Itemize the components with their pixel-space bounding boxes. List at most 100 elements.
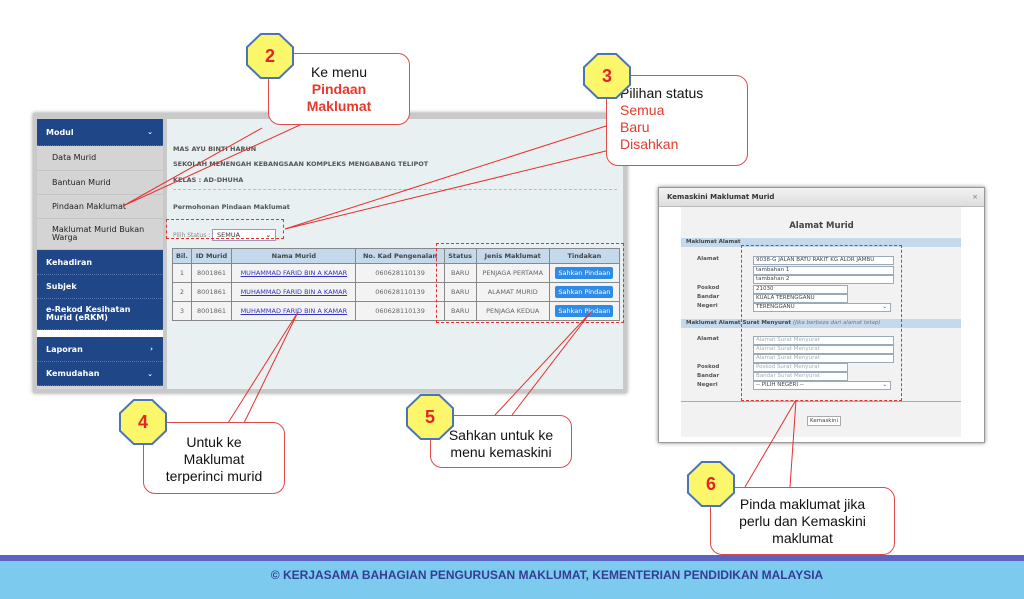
- chevron-down-icon: ⌄: [882, 304, 887, 310]
- pointer-line-3a: [284, 125, 607, 230]
- step-4-badge: 4: [121, 401, 165, 443]
- table-header: Bil. ID Murid Nama Murid No. Kad Pengena…: [172, 248, 621, 264]
- app-screenshot: Modul⌄ Data Murid Bantuan Murid Pindaan …: [33, 113, 627, 393]
- sidebar-item-data-murid[interactable]: Data Murid: [37, 146, 163, 171]
- step-2-badge: 2: [248, 35, 292, 77]
- callout-3: Pilihan status Semua Baru Disahkan: [606, 75, 748, 166]
- sidebar-item-bantuan-murid[interactable]: Bantuan Murid: [37, 171, 163, 195]
- label-bandar: Bandar: [697, 294, 720, 300]
- sidebar-laporan[interactable]: Laporan›: [37, 337, 163, 362]
- callout-6: Pinda maklumat jika perlu dan Kemaskini …: [710, 487, 895, 555]
- cell-bil: 1: [172, 263, 192, 283]
- callout-text: Maklumat: [183, 451, 245, 467]
- cell-ic: 060628110139: [355, 301, 445, 321]
- col-tindakan: Tindakan: [548, 248, 621, 264]
- pindaan-table: Bil. ID Murid Nama Murid No. Kad Pengena…: [172, 248, 621, 321]
- sidebar-item-pindaan-maklumat[interactable]: Pindaan Maklumat: [37, 195, 163, 219]
- surat-alamat2-input[interactable]: Alamat Surat Menyurat: [753, 345, 894, 354]
- callout-text: Pilihan status: [620, 85, 704, 101]
- section-surat: Maklumat Alamat Surat Menyurat (Jika ber…: [681, 319, 961, 328]
- pointer-line-6a: [744, 399, 797, 488]
- highlight-actions: [436, 243, 624, 323]
- callout-text: Pindaan: [311, 81, 367, 97]
- bandar-input[interactable]: KUALA TERENGGANU: [753, 294, 848, 303]
- student-link[interactable]: MUHAMMAD FARID BIN A KAMAR: [240, 307, 348, 315]
- sahkan-pindaan-button[interactable]: Sahkan Pindaan: [555, 286, 614, 298]
- alamat1-input[interactable]: 9038-G JALAN BATU RAKIT KG ALOR JAMBU: [753, 256, 894, 265]
- sahkan-pindaan-button[interactable]: Sahkan Pindaan: [555, 267, 614, 279]
- sidebar-kemudahan[interactable]: Kemudahan⌄: [37, 362, 163, 386]
- callout-text: Untuk ke: [186, 434, 242, 450]
- surat-bandar-input[interactable]: Bandar Surat Menyurat: [753, 372, 848, 381]
- callout-4: Untuk ke Maklumat terperinci murid: [143, 422, 285, 494]
- poskod-input[interactable]: 21030: [753, 285, 848, 294]
- callout-text: Sahkan untuk ke: [448, 427, 554, 443]
- kemaskini-button[interactable]: Kemaskini: [807, 416, 842, 426]
- label-bandar: Bandar: [697, 373, 720, 379]
- label-alamat: Alamat: [697, 256, 719, 262]
- callout-text: menu kemaskini: [450, 444, 552, 460]
- student-link[interactable]: MUHAMMAD FARID BIN A KAMAR: [240, 269, 348, 277]
- highlight-status: [166, 219, 284, 239]
- title-text: Kemaskini Maklumat Murid: [667, 193, 775, 201]
- sidebar-gap: [37, 330, 163, 337]
- student-link[interactable]: MUHAMMAD FARID BIN A KAMAR: [240, 288, 348, 296]
- footer: © KERJASAMA BAHAGIAN PENGURUSAN MAKLUMAT…: [0, 555, 1024, 599]
- pointer-line-6b: [789, 399, 797, 488]
- highlight-form: [741, 245, 902, 401]
- cell-ic: 060628110139: [355, 263, 445, 283]
- pointer-line-4b: [243, 311, 299, 424]
- col-bil: Bil.: [172, 248, 192, 264]
- pointer-line-5b: [511, 311, 592, 416]
- surat-alamat3-input[interactable]: Alamat Surat Menyurat: [753, 354, 894, 363]
- cell-status: BARU: [443, 282, 477, 302]
- sidebar-item-erkm[interactable]: e-Rekod Kesihatan Murid (eRKM): [37, 299, 163, 330]
- surat-poskod-input[interactable]: Poskod Surat Menyurat: [753, 363, 848, 372]
- chevron-down-icon: ⌄: [882, 382, 887, 388]
- section-note: (Jika berbeza dari alamat tetap): [792, 320, 881, 326]
- section-alamat: Maklumat Alamat: [681, 238, 961, 247]
- cell-jenis: PENJAGA PERTAMA: [475, 263, 550, 283]
- label: Kemudahan: [46, 369, 100, 378]
- surat-negeri-select[interactable]: -- PILIH NEGERI -- ⌄: [753, 381, 891, 390]
- sahkan-pindaan-button[interactable]: Sahkan Pindaan: [555, 305, 614, 317]
- sidebar-modul[interactable]: Modul⌄: [37, 119, 163, 146]
- label: Laporan: [46, 344, 83, 354]
- negeri-value: -- PILIH NEGERI --: [756, 382, 804, 388]
- sidebar-item-subjek[interactable]: Subjek: [37, 275, 163, 299]
- callout-text: Maklumat: [306, 98, 372, 114]
- surat-alamat1-input[interactable]: Alamat Surat Menyurat: [753, 336, 894, 345]
- sidebar: Modul⌄ Data Murid Bantuan Murid Pindaan …: [37, 119, 163, 389]
- section-title: Permohonan Pindaan Maklumat: [173, 203, 290, 211]
- label: Modul: [46, 127, 74, 137]
- callout-text: Disahkan: [620, 136, 679, 152]
- negeri-select[interactable]: TERENGGANU ⌄: [753, 303, 891, 312]
- main-content: MAS AYU BINTI HARUN SEKOLAH MENENGAH KEB…: [167, 119, 623, 389]
- label-poskod: Poskod: [697, 285, 720, 291]
- cell-bil: 2: [172, 282, 192, 302]
- footer-text: © KERJASAMA BAHAGIAN PENGURUSAN MAKLUMAT…: [270, 568, 824, 582]
- cell-ic: 060628110139: [355, 282, 445, 302]
- cell-id: 8001861: [190, 282, 233, 302]
- label-negeri: Negeri: [697, 303, 718, 309]
- sidebar-item-bukan-warga[interactable]: Maklumat Murid Bukan Warga: [37, 219, 163, 250]
- label-negeri: Negeri: [697, 382, 718, 388]
- cell-bil: 3: [172, 301, 192, 321]
- col-id: ID Murid: [190, 248, 233, 264]
- callout-text: perlu dan Kemaskini: [739, 513, 866, 529]
- modal-heading: Alamat Murid: [789, 221, 854, 231]
- callout-text: Pinda maklumat jika: [739, 496, 866, 512]
- sidebar-item-kehadiran[interactable]: Kehadiran: [37, 250, 163, 275]
- divider: [173, 189, 617, 190]
- callout-text: maklumat: [772, 530, 833, 546]
- label-alamat: Alamat: [697, 336, 719, 342]
- pointer-line-5a: [494, 311, 592, 416]
- negeri-value: TERENGGANU: [756, 304, 795, 310]
- alamat2-input[interactable]: tambahan 1: [753, 266, 894, 275]
- alamat3-input[interactable]: tambahan 2: [753, 275, 894, 284]
- status-value: SEMUA: [217, 231, 241, 239]
- callout-text: terperinci murid: [165, 468, 263, 484]
- pointer-line-2b: [122, 127, 263, 207]
- close-icon[interactable]: ×: [972, 193, 978, 201]
